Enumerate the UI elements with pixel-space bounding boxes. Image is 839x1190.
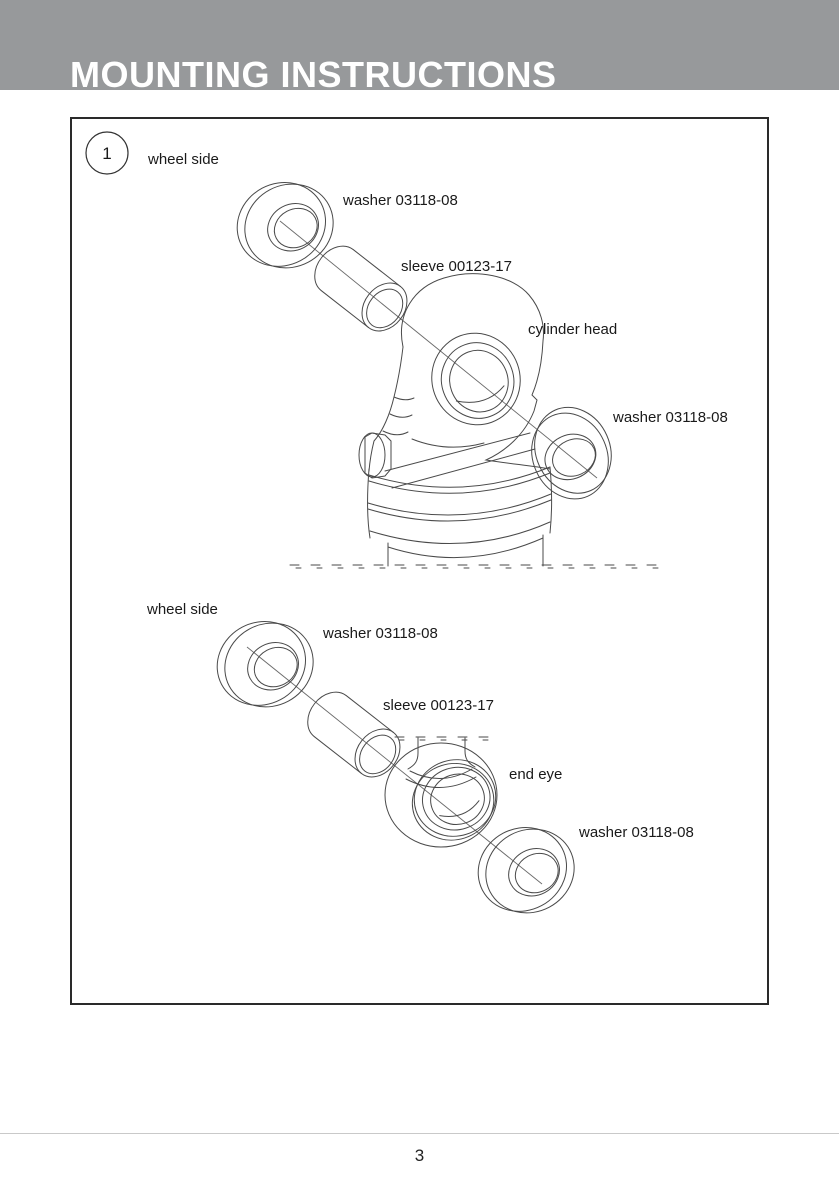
cylinder-head-drawing — [358, 273, 552, 567]
axis-line — [279, 220, 598, 479]
label-sleeve-2: sleeve 00123-17 — [383, 697, 494, 714]
page-number: 3 — [414, 1146, 425, 1165]
label-sleeve-1: sleeve 00123-17 — [401, 258, 512, 275]
label-wheel-side-2: wheel side — [146, 601, 218, 618]
page-title: MOUNTING INSTRUCTIONS — [70, 54, 557, 95]
diagram-panel: 1 — [70, 117, 769, 1005]
group-cylinder-head: wheel side washer 03118-08 sleeve 00123-… — [147, 151, 728, 569]
group-end-eye: wheel side washer 03118-08 sleeve 00123-… — [146, 601, 694, 932]
footer-divider — [0, 1133, 839, 1134]
label-end-eye: end eye — [509, 766, 562, 783]
exploded-view-diagram: 1 — [85, 131, 728, 932]
label-washer-2: washer 03118-08 — [612, 409, 728, 426]
sleeve-drawing — [304, 236, 417, 341]
end-eye-drawing — [384, 737, 498, 848]
washer-drawing-bottom-left — [201, 602, 329, 726]
label-washer-1: washer 03118-08 — [342, 192, 458, 209]
break-line — [289, 564, 666, 569]
step-number-badge: 1 — [85, 131, 129, 175]
label-wheel-side-1: wheel side — [147, 151, 219, 168]
break-line — [394, 736, 493, 741]
label-cylinder-head: cylinder head — [528, 321, 617, 338]
label-washer-4: washer 03118-08 — [578, 824, 694, 841]
page-header: MOUNTING INSTRUCTIONS — [0, 0, 839, 95]
label-washer-3: washer 03118-08 — [322, 625, 438, 642]
step-circle-icon — [85, 131, 129, 175]
step-number: 1 — [102, 144, 111, 163]
